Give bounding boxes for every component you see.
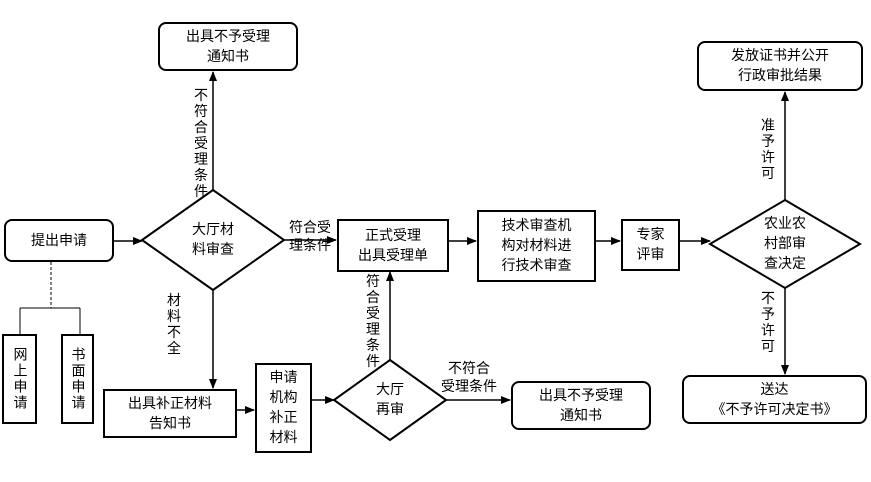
formal-accept-box: 正式受理 出具受理单 (337, 219, 449, 272)
submit-application-box: 提出申请 (4, 219, 114, 262)
label-not-meet-recheck: 不符合 受理条件 (441, 361, 497, 395)
paper-application-box: 书面申请 (61, 334, 94, 424)
label-incomplete: 材料不全 (167, 293, 181, 357)
ministry-decision-text: 农业农 村部审 查决定 (764, 216, 806, 272)
applicant-supplement-box: 申请 机构 补正 材料 (255, 363, 312, 453)
label-not-meet-top: 不符合受理条件 (194, 88, 208, 200)
label-deny: 不予许可 (761, 291, 775, 355)
online-application-box: 网上申请 (2, 334, 37, 424)
supplement-notice-box: 出具补正材料 告知书 (103, 389, 237, 438)
online-application-label: 网上申请 (11, 347, 28, 411)
paper-application-label: 书面申请 (69, 347, 86, 411)
issue-certificate-box: 发放证书并公开 行政审批结果 (697, 41, 863, 91)
label-meet-recheck: 符合受理条件 (366, 274, 380, 370)
tech-review-box: 技术审查机 构对材料进 行技术审查 (477, 210, 596, 282)
label-meet: 符合受 理条件 (289, 220, 331, 254)
hall-recheck-text: 大厅 再审 (376, 382, 404, 418)
hall-review-text: 大厅材 料审查 (192, 222, 234, 258)
hall-recheck-diamond (332, 358, 448, 442)
expert-review-box: 专家 评审 (621, 219, 680, 271)
not-accept-notice-top-box: 出具不予受理 通知书 (158, 22, 298, 71)
deliver-refusal-box: 送达 《不予许可决定书》 (682, 375, 867, 424)
not-accept-notice-bottom-box: 出具不予受理 通知书 (511, 381, 651, 430)
label-approve: 准予许可 (761, 118, 775, 182)
